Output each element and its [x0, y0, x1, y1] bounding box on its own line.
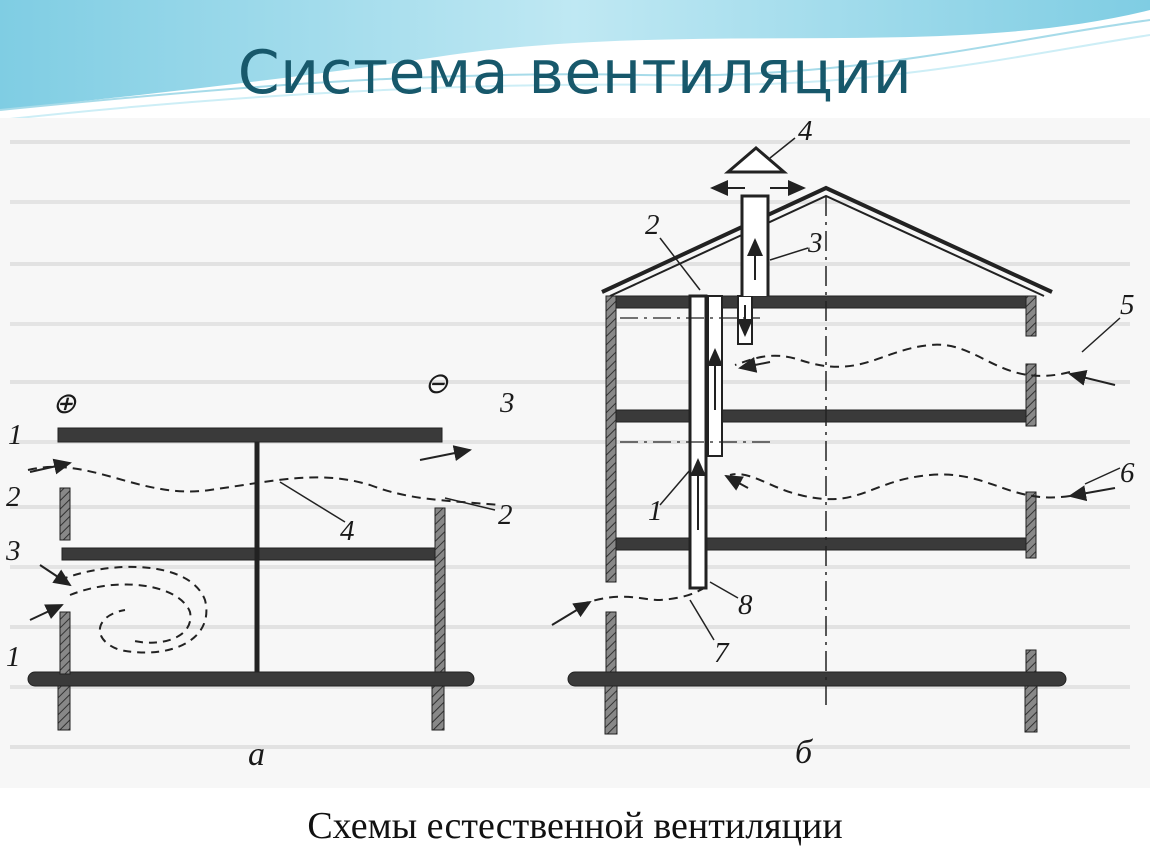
arrow-a-low [29, 604, 64, 621]
background-scan-texture [0, 118, 1150, 788]
leader-b-7 [689, 599, 715, 641]
floor-b-mid [615, 409, 1035, 423]
wall-right-a [434, 507, 446, 673]
leader-b-3 [769, 247, 809, 261]
label-b-8: 8 [738, 589, 753, 621]
airflow-a-swirl-2 [69, 583, 192, 644]
arrow-a-in [29, 458, 72, 475]
slide-title: Система вентиляции [237, 38, 913, 108]
arrow-b-5-in [1068, 370, 1116, 386]
arrow-b-5-end [738, 357, 771, 373]
label-b-3: 3 [807, 227, 823, 259]
label-b-5: 5 [1120, 289, 1135, 321]
deflector-cap [723, 146, 789, 174]
arrow-b-6-in [1068, 485, 1116, 502]
airflow-b-7 [579, 584, 711, 606]
ground-b [567, 671, 1067, 687]
wall-right-b-4 [1025, 649, 1037, 673]
wall-left-b-lower [605, 611, 617, 673]
leader-a-2r [444, 497, 496, 511]
arrow-b-6-end [724, 475, 749, 491]
label-b-7: 7 [714, 637, 730, 669]
leader-b-2 [659, 237, 701, 291]
minus-sign: ⊖ [424, 368, 449, 400]
label-b-1: 1 [648, 495, 663, 527]
airflow-a-upper [27, 465, 501, 506]
plus-sign: ⊕ [52, 388, 77, 420]
roof-slab-a [57, 427, 443, 443]
wall-right-b-2 [1025, 363, 1037, 427]
airflow-a-swirl [59, 565, 208, 654]
wall-right-b-foot [1024, 685, 1038, 733]
diagram-b-labels: 4 2 3 5 6 1 8 7 б [645, 115, 1135, 771]
leader-b-1 [659, 469, 691, 506]
attic-floor-b [613, 295, 1035, 309]
label-a-3-top: 3 [499, 387, 515, 419]
label-a-3-low: 3 [5, 535, 21, 567]
wall-left-a-lower [59, 611, 71, 675]
wall-right-a-foot [431, 685, 445, 731]
wall-left-b-foot [604, 685, 618, 735]
slide-caption: Схемы естественной вентиляции [307, 805, 843, 847]
wall-right-b-1 [1025, 295, 1037, 337]
label-a-2-right: 2 [498, 499, 513, 531]
label-b-6: 6 [1120, 457, 1135, 489]
wall-left-a-upper [59, 487, 71, 541]
label-a-1-top: 1 [8, 419, 23, 451]
diagram-b [551, 137, 1121, 735]
sublabel-b: б [795, 734, 814, 771]
wall-right-b-3 [1025, 491, 1037, 559]
label-b-4: 4 [798, 115, 813, 147]
arrow-a-out [419, 445, 472, 461]
leader-b-4 [769, 137, 796, 159]
diagram-a-labels: ⊕ ⊖ 1 2 3 1 3 4 2 а [5, 368, 515, 773]
floor-slab-a [61, 547, 441, 561]
floor-b-low [615, 537, 1035, 551]
ground-a [27, 671, 475, 687]
roof-b [601, 185, 1053, 294]
leader-b-5 [1081, 317, 1121, 353]
arrow-a-low-2 [39, 564, 72, 587]
wall-left-b [605, 295, 617, 583]
airflow-b-6 [729, 473, 1071, 501]
leader-b-6 [1084, 467, 1121, 485]
leader-b-8 [709, 581, 739, 599]
header-swoosh [0, 0, 1150, 121]
label-b-2: 2 [645, 209, 660, 241]
arrow-b-7-in [551, 600, 592, 626]
label-a-1-low: 1 [6, 641, 21, 673]
label-a-2-left: 2 [6, 481, 21, 513]
airflow-b-5 [734, 343, 1071, 377]
sublabel-a: а [248, 736, 265, 773]
leader-a-4 [279, 481, 346, 523]
label-a-4: 4 [340, 515, 355, 547]
wall-left-a-foot [57, 685, 71, 731]
diagram-a [27, 427, 501, 731]
